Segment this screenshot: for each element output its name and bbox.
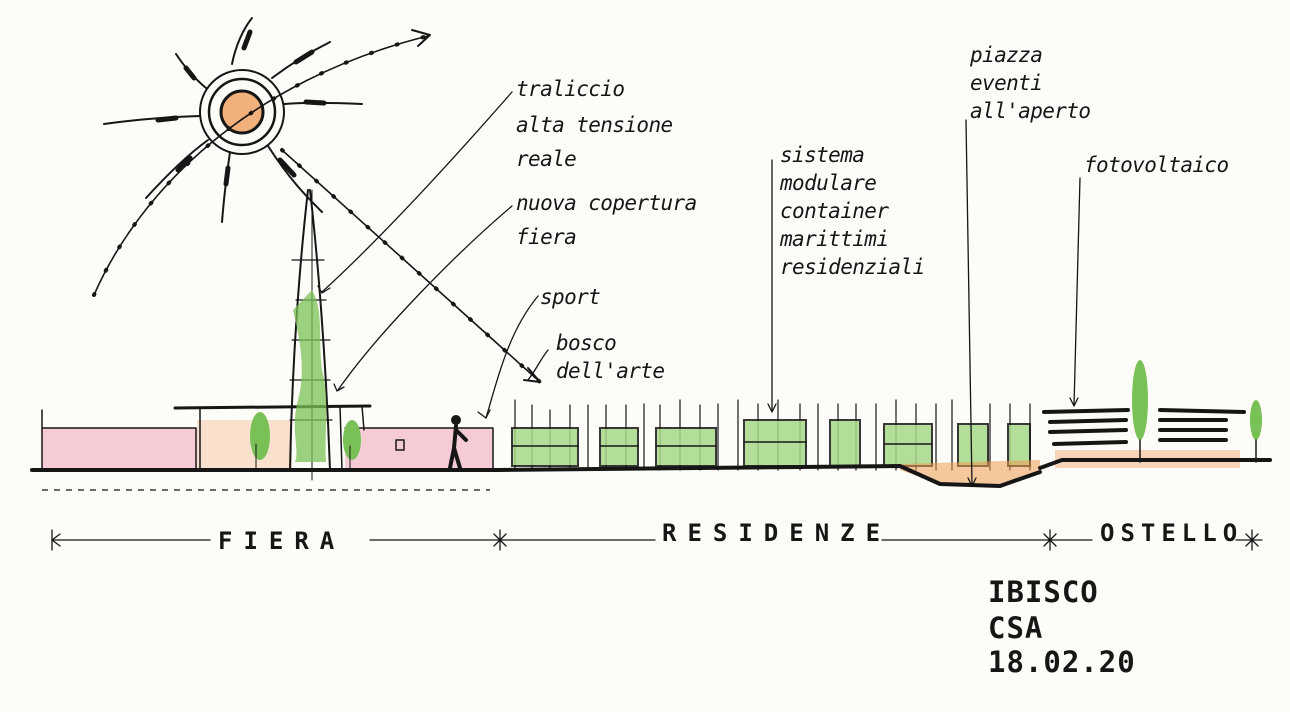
fiera-building: [41, 404, 494, 491]
zone-label-residenze: RESIDENZE: [662, 519, 891, 547]
signature-name: IBISCO: [988, 575, 1099, 609]
zone-label-fiera: FIERA: [218, 527, 345, 555]
annotation-fotovoltaico: fotovoltaico: [1084, 153, 1229, 177]
piazza-eventi: [496, 460, 1042, 488]
annotation-copertura: nuova copertura fiera: [516, 191, 709, 249]
ground-line: [30, 458, 1272, 472]
residenze-containers: [511, 399, 1031, 471]
zone-label-ostello: OSTELLO: [1100, 519, 1243, 547]
annotation-sistema: sistema modulare container marittimi res…: [779, 143, 925, 279]
annotation-traliccio: traliccio alta tensione reale: [516, 77, 685, 171]
annotation-sport: sport: [540, 285, 600, 309]
signature-initials: CSA: [988, 611, 1043, 645]
sun-icon: [103, 17, 363, 223]
zone-dimension-line: [51, 529, 1263, 551]
person-figure: [395, 415, 468, 470]
annotation-bosco: bosco dell'arte: [556, 331, 664, 383]
leader-lines: [317, 91, 1081, 487]
trees-fiera: [250, 412, 361, 471]
sun-path-arcs: [92, 29, 542, 384]
signature-date: 18.02.20: [988, 645, 1136, 679]
ostello-building: [1042, 360, 1262, 468]
pylon: [289, 189, 333, 481]
annotation-piazza: piazza eventi all'aperto: [969, 43, 1090, 123]
